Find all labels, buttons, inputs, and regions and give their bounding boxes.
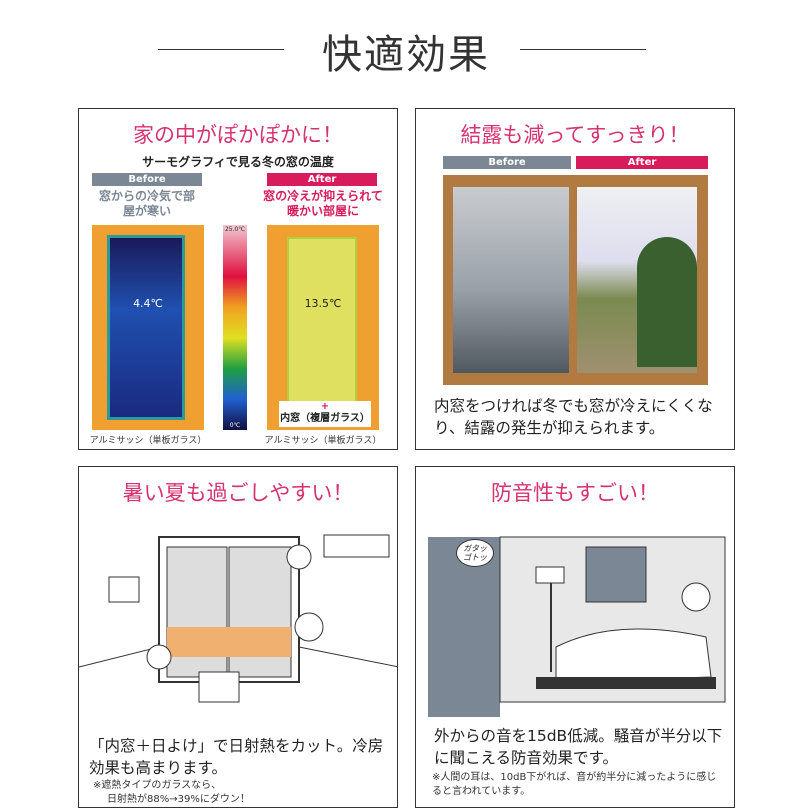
before-temperature: 4.4℃ [133, 297, 163, 310]
panel-heading: 暑い夏も過ごしやすい！ [122, 481, 354, 505]
fogged-glass [453, 187, 569, 373]
summer-description: 「内窓＋日よけ」で日射熱をカット。冷房効果も高まります。 [89, 737, 384, 777]
scale-min: 0℃ [229, 422, 241, 429]
title-divider-left [158, 49, 284, 50]
summer-room-illustration [79, 534, 397, 703]
after-temperature: 13.5℃ [304, 297, 342, 310]
temperature-scale: 25.0℃ 0℃ [223, 225, 247, 430]
panel-heading: 結露も減ってすっきり！ [460, 123, 690, 147]
after-label: After [267, 173, 377, 186]
thermography-subheading: サーモグラフィで見る冬の窓の温度 [142, 155, 334, 169]
before-thermal-image: 4.4℃ [92, 225, 204, 430]
soundproof-note: ※人間の耳は、10dB下がれば、音が約半分に減ったように感じると言われています。 [432, 772, 717, 797]
panel-soundproof: 防音性もすごい！ ガタッゴトッ 外からの音を15dB低減。騒音が半分以下に聞こえ… [415, 466, 735, 808]
window-photo [443, 175, 708, 385]
inner-window-badge: 内窓（複層ガラス） [280, 413, 370, 424]
soundproof-description: 外からの音を15dB低減。騒音が半分以下に聞こえる防音効果です。 [434, 727, 723, 767]
before-label: Before [92, 173, 202, 186]
after-caption: アルミサッシ（単板ガラス） [264, 436, 382, 446]
panel-summer: 暑い夏も過ごしやすい！ 「内窓＋日よけ」で日射熱をカット。冷房効果も高まります。… [78, 466, 398, 808]
after-text: 窓の冷えが抑えられて暖かい部屋に [263, 189, 383, 218]
after-thermal-image: 13.5℃ + 内窓（複層ガラス） [267, 225, 379, 430]
scale-max: 25.0℃ [224, 226, 246, 233]
plus-sign: + [320, 401, 330, 412]
before-caption: アルミサッシ（単板ガラス） [89, 436, 207, 446]
before-text: 窓からの冷気で部屋が寒い [98, 189, 195, 218]
panel-heading: 防音性もすごい！ [491, 481, 659, 505]
sound-bubble: ガタッゴトッ [456, 539, 494, 567]
panel-warmth: 家の中がぽかぽかに！ サーモグラフィで見る冬の窓の温度 Before After… [78, 108, 398, 450]
panel-condensation: 結露も減ってすっきり！ Before After 内窓をつければ冬でも窓が冷えに… [415, 108, 735, 450]
summer-note-1: ※遮熱タイプのガラスなら、 [93, 780, 222, 791]
page-title: 快適効果 [322, 32, 490, 78]
clear-glass [577, 187, 697, 373]
before-label: Before [443, 156, 571, 169]
title-divider-right [520, 49, 646, 50]
bedroom-illustration [428, 536, 726, 717]
panel-heading: 家の中がぽかぽかに！ [133, 123, 343, 147]
condensation-description: 内窓をつければ冬でも窓が冷えにくくなり、結露の発生が抑えられます。 [434, 397, 713, 437]
summer-note-2: 日射熱が88%→39%にダウン！ [107, 794, 250, 805]
after-label: After [576, 156, 708, 169]
